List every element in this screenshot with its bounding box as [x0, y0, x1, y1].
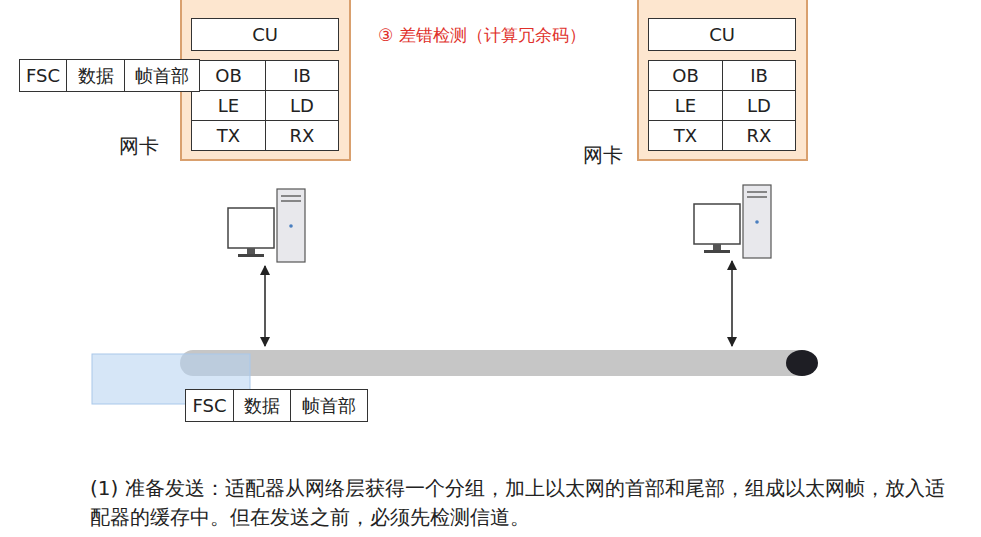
field-text: LD [747, 96, 771, 116]
bus-cable [180, 350, 805, 376]
field-text: 数据 [78, 66, 114, 86]
field-text: TX [674, 126, 697, 146]
terminator [786, 350, 818, 376]
field-text: IB [293, 66, 311, 86]
frame-field: FSC [185, 389, 234, 422]
field-text: 数据 [244, 396, 280, 416]
frame-field: 数据 [233, 389, 291, 422]
frame-field: 数据 [66, 59, 125, 92]
field-text: CU [709, 25, 735, 45]
double-arrow [731, 261, 733, 346]
field-text: TX [217, 126, 240, 146]
unit-box: TX [648, 120, 723, 151]
nic-label: 网卡 [119, 133, 159, 160]
caption: (1) 准备发送：适配器从网络层获得一个分组，加上以太网的首部和尾部，组成以太网… [90, 474, 952, 532]
nic-box: 网卡CUOBIBLELDTXRX [180, 0, 351, 161]
unit-box: LD [722, 90, 796, 121]
unit-box: OB [648, 60, 723, 91]
unit-box: IB [265, 60, 339, 91]
frame-field: 帧首部 [290, 389, 368, 422]
field-text: OB [672, 66, 699, 86]
field-text: FSC [192, 396, 226, 416]
frame-field: 帧首部 [124, 59, 200, 92]
unit-box: LE [191, 90, 266, 121]
nic-label: 网卡 [583, 142, 623, 169]
field-text: LE [218, 96, 239, 116]
unit-box: CU [191, 18, 339, 51]
field-text: RX [290, 126, 315, 146]
field-text: CU [252, 25, 278, 45]
frame-field: FSC [19, 59, 67, 92]
unit-box: OB [191, 60, 266, 91]
step-note: ③ 差错检测（计算冗余码） [378, 24, 586, 47]
computer-icon [694, 185, 771, 258]
field-text: OB [215, 66, 242, 86]
unit-box: CU [648, 18, 796, 51]
nic-box: 网卡CUOBIBLELDTXRX [637, 0, 808, 161]
unit-box: LD [265, 90, 339, 121]
field-text: 帧首部 [135, 66, 189, 86]
field-text: LD [290, 96, 314, 116]
double-arrow [264, 266, 266, 346]
field-text: LE [675, 96, 696, 116]
field-text: RX [747, 126, 772, 146]
unit-box: RX [265, 120, 339, 151]
computer-icon [228, 189, 305, 262]
field-text: IB [750, 66, 768, 86]
unit-box: LE [648, 90, 723, 121]
unit-box: RX [722, 120, 796, 151]
unit-box: TX [191, 120, 266, 151]
unit-box: IB [722, 60, 796, 91]
field-text: 帧首部 [302, 396, 356, 416]
field-text: FSC [26, 66, 60, 86]
